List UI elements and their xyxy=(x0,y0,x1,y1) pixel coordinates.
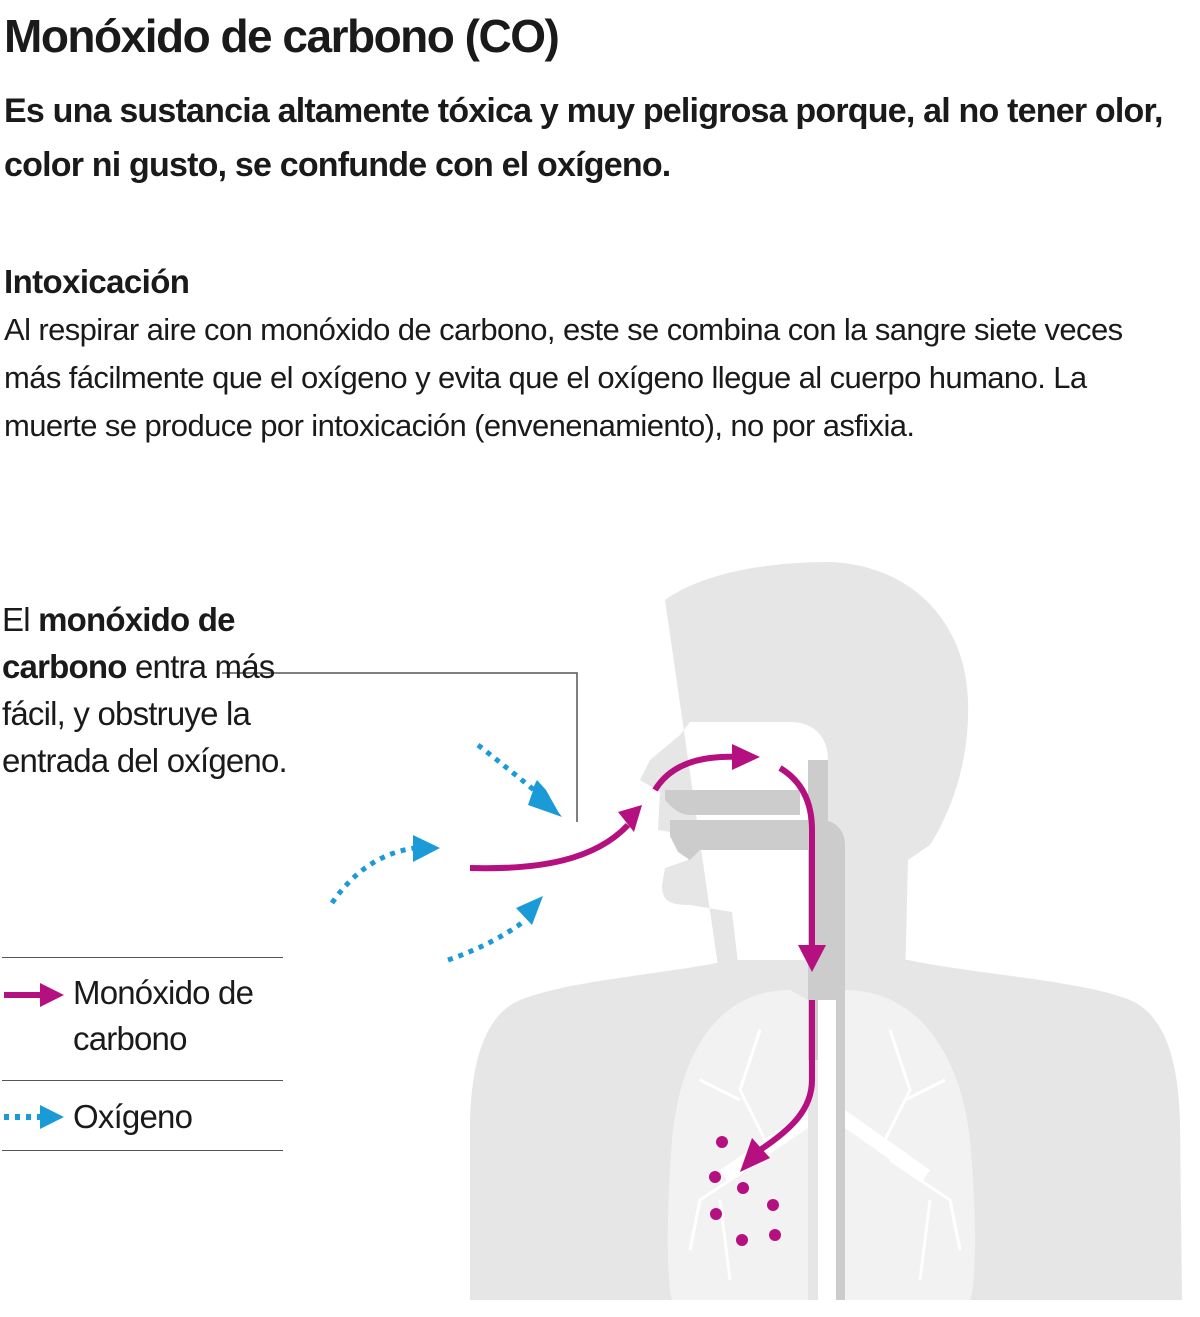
legend-label-carbon-monoxide: Monóxido de carbono xyxy=(73,974,254,1057)
oxygen-arrows xyxy=(329,743,562,963)
carbon-monoxide-arrows xyxy=(469,753,815,1153)
callout-bold: monóxido de carbono xyxy=(2,601,235,685)
legend-divider-top xyxy=(2,957,283,958)
lungs xyxy=(667,990,975,1300)
legend-divider-middle xyxy=(2,1080,283,1081)
solid-arrow-icon xyxy=(4,983,64,1007)
callout-leader-line xyxy=(222,672,578,822)
carbon-monoxide-arrowheads xyxy=(618,744,826,1172)
dotted-arrow-icon xyxy=(4,1105,64,1129)
callout-text: El monóxido de carbono entra más fácil, … xyxy=(2,596,332,784)
section-heading: Intoxicación xyxy=(4,263,190,300)
callout-prefix: El xyxy=(2,601,39,638)
page-title: Monóxido de carbono (CO) xyxy=(4,10,560,62)
legend-divider-bottom xyxy=(2,1150,283,1151)
page-subtitle: Es una sustancia altamente tóxica y muy … xyxy=(4,92,1164,184)
callout-rest: entra más fácil, y obstruye la entrada d… xyxy=(2,648,288,779)
section-body: Al respirar aire con monóxido de carbono… xyxy=(4,312,1123,443)
co-particles xyxy=(709,1136,781,1246)
legend-label-oxygen: Oxígeno xyxy=(73,1098,193,1135)
